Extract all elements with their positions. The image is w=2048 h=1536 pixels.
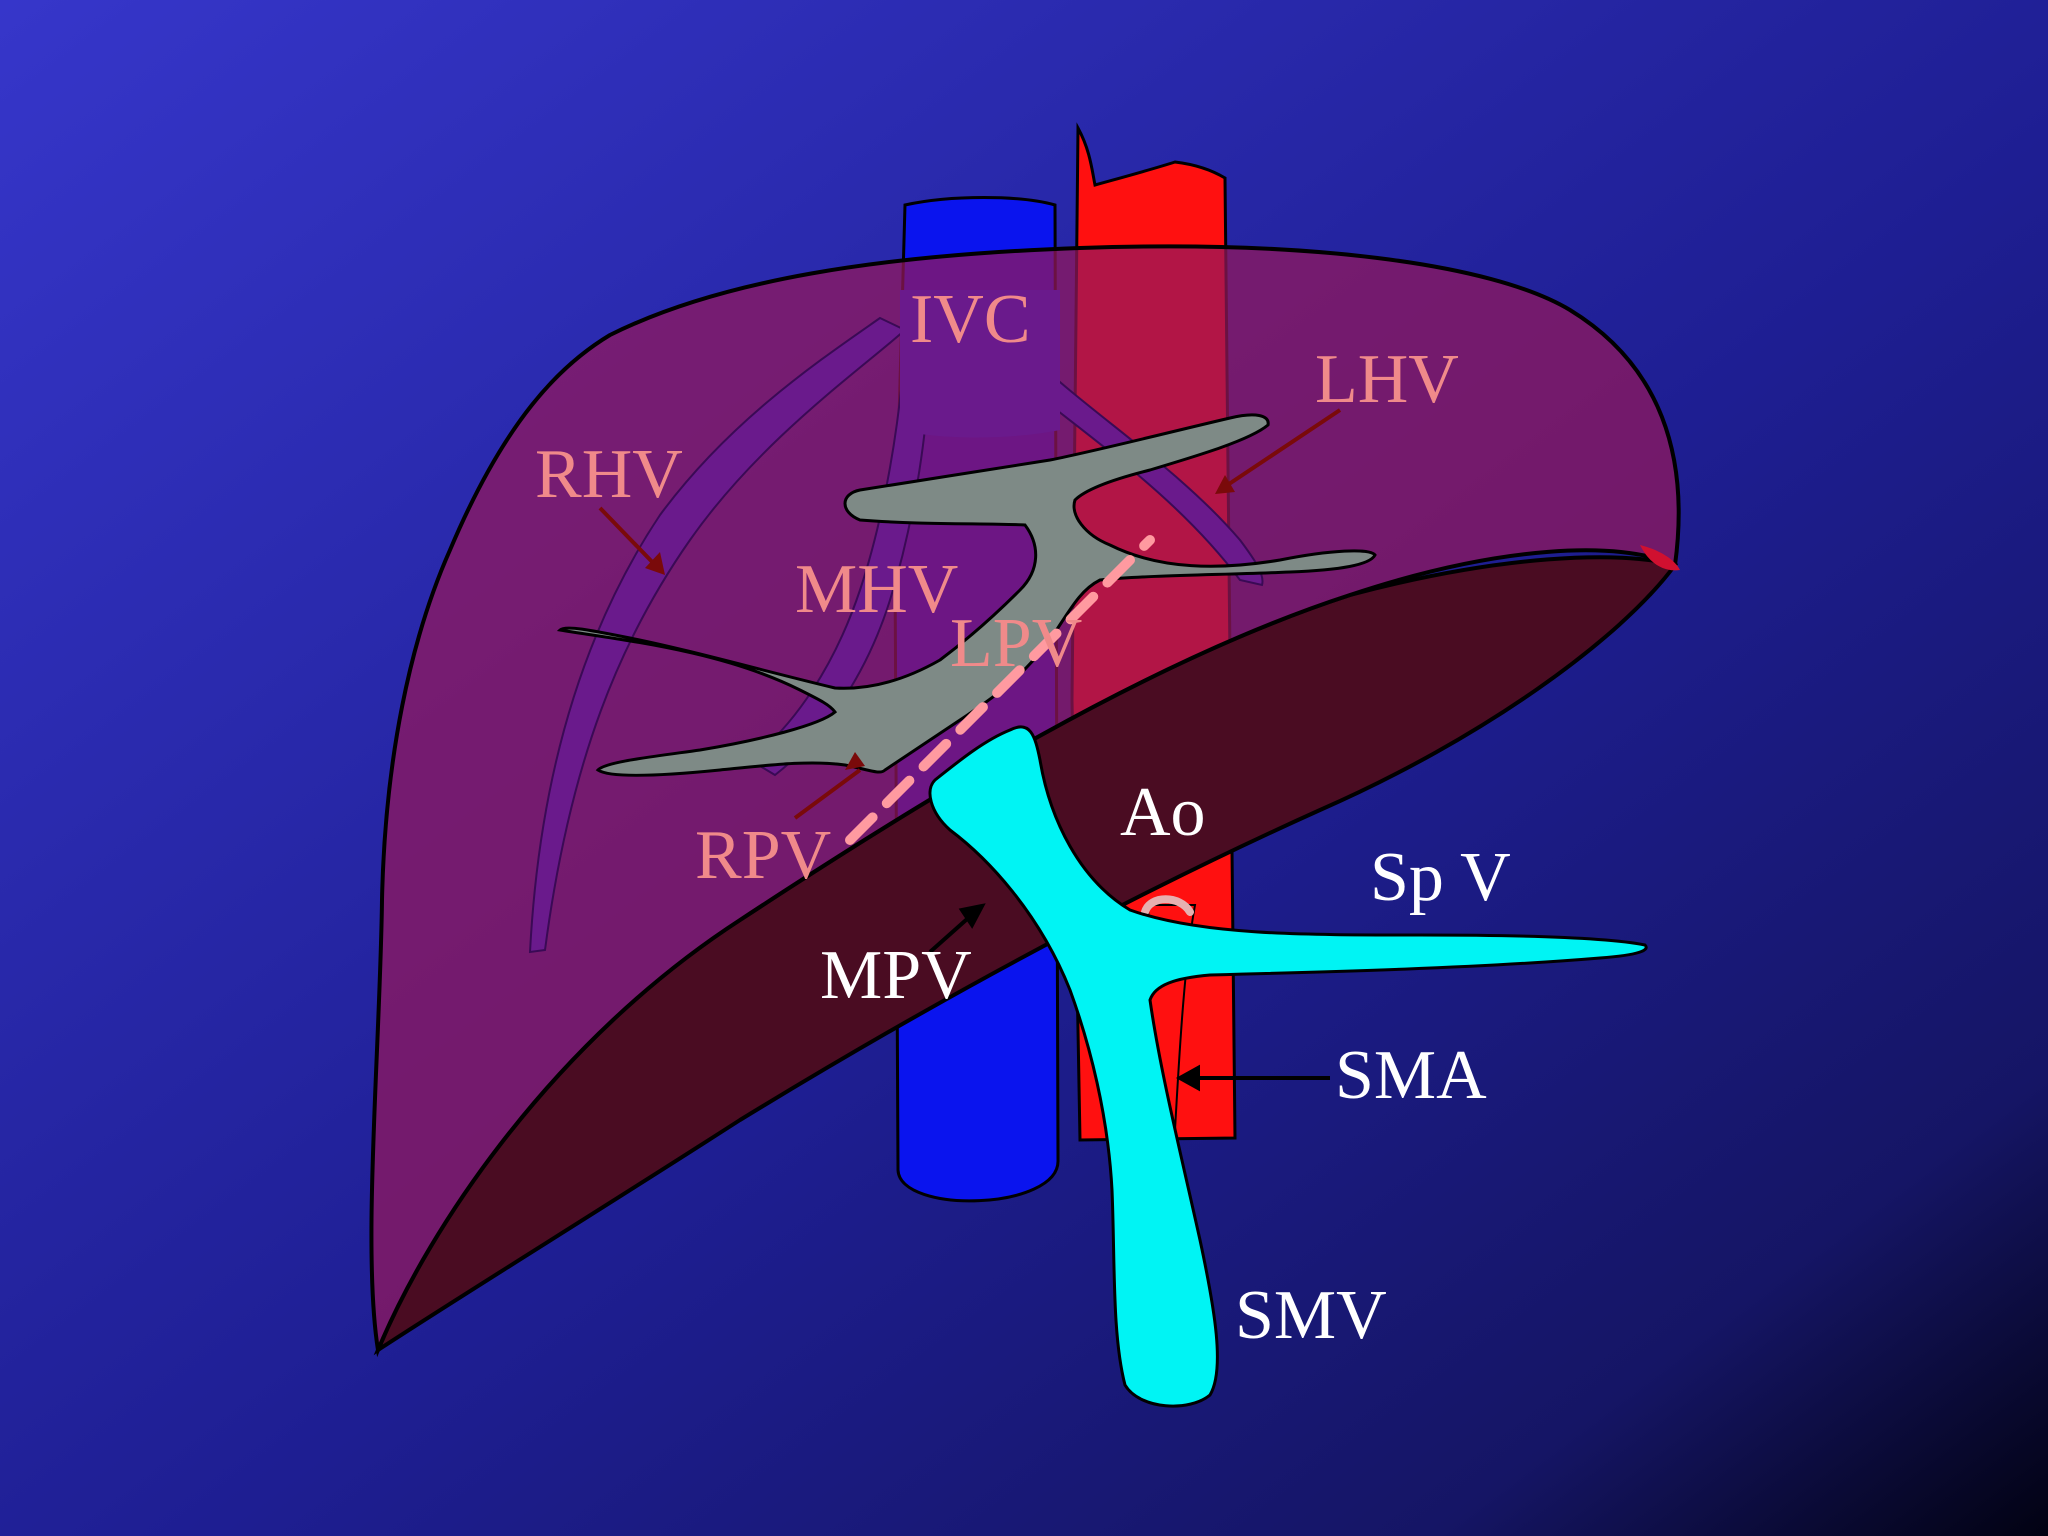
black-pointer-arrows (928, 903, 1330, 1092)
pointer-arrows (598, 408, 1342, 820)
sma-arrowhead (1175, 1064, 1200, 1092)
sma-origin-curve (1141, 895, 1194, 916)
label-spv: Sp V (1370, 839, 1511, 916)
label-rhv: RHV (535, 436, 683, 513)
portal-branches (556, 413, 1377, 777)
rhv-arrow (598, 506, 662, 572)
label-mpv: MPV (820, 937, 972, 1014)
cantlie-line (845, 535, 1155, 845)
lhv-arrowhead (1215, 475, 1235, 494)
label-mhv: MHV (795, 551, 958, 628)
label-sma: SMA (1335, 1037, 1487, 1114)
rhv-arrowhead (645, 552, 665, 575)
mpv-arrowhead (958, 903, 986, 929)
liver-right-tip (1640, 545, 1680, 571)
label-smv: SMV (1235, 1277, 1387, 1354)
portal-venous-trunk (928, 725, 1648, 1408)
label-ao: Ao (1120, 774, 1206, 851)
lhv-arrow (1218, 408, 1342, 492)
label-lpv: LPV (950, 605, 1082, 682)
rpv-arrow (793, 768, 862, 820)
hepatic-vein-confluence (900, 290, 1060, 438)
label-ivc: IVC (910, 281, 1031, 358)
rpv-arrowhead (845, 752, 865, 770)
label-lhv: LHV (1315, 341, 1459, 418)
portal-branches-network (556, 413, 1377, 777)
pointer-arrowheads (645, 475, 1235, 770)
label-rpv: RPV (695, 817, 831, 894)
